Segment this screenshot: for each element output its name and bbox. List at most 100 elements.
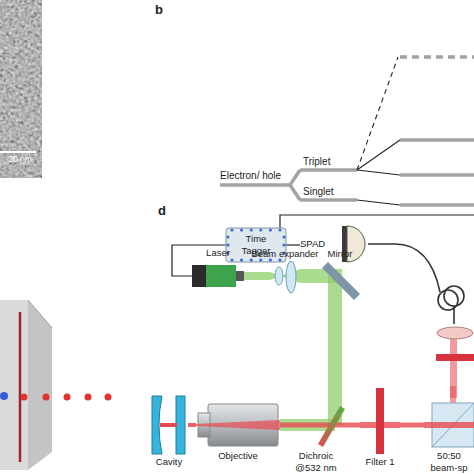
channel-dot [226, 243, 229, 246]
component-label: Beam expander [240, 248, 330, 260]
component-label: Mirror [318, 248, 362, 260]
shared-beam [280, 425, 288, 426]
photon-dot [85, 394, 92, 401]
channel-dot [240, 258, 243, 261]
laser-beam-path [328, 310, 342, 394]
photon-dot [21, 394, 28, 401]
red-beam [160, 423, 177, 427]
optical-fiber [453, 306, 455, 324]
transition-lines [357, 57, 400, 205]
channel-dot [259, 228, 262, 231]
tem-image [0, 0, 42, 178]
emission-beam-path [188, 423, 196, 427]
laser-beam [244, 276, 270, 277]
emission-beam-path [344, 423, 360, 428]
photon-train [21, 394, 112, 401]
cavity-block-front [0, 300, 28, 470]
transition-line [357, 200, 400, 205]
fiber-coil [444, 286, 464, 306]
filter-plate [376, 388, 384, 454]
level-label: Electron/ hole [220, 170, 300, 182]
emission-beam-path [400, 423, 424, 428]
signal-wire [280, 215, 474, 228]
cavity-mirror [176, 396, 185, 454]
level-line [400, 173, 474, 177]
dichroic-plate [318, 406, 345, 447]
photon-dot [105, 394, 112, 401]
laser-beam-path [300, 269, 318, 283]
block-edge [28, 300, 52, 328]
signal-wire-path [286, 244, 300, 245]
channel-dot [240, 228, 243, 231]
laser-beam [335, 310, 336, 394]
transition-line [357, 170, 400, 175]
level-line [400, 138, 474, 142]
level-split [290, 170, 300, 185]
component-label: Laser [192, 247, 244, 259]
transition-line [357, 140, 400, 170]
emitter-dot [0, 392, 8, 400]
transition-line-dashed [357, 57, 398, 170]
level-line [220, 183, 290, 187]
filter-plate [436, 354, 474, 361]
laser-aperture [236, 271, 244, 281]
steering-mirror: Mirror [318, 248, 362, 310]
photon-dot [43, 394, 50, 401]
filter-element: Filter 1 [360, 388, 400, 472]
tem-background [0, 0, 42, 178]
emission-beam [344, 425, 360, 426]
component-label: 50:50 beam-sp [424, 450, 474, 474]
scale-label: 20 nm [0, 154, 40, 165]
channel-dot [230, 258, 233, 261]
microscope-objective: Objective [196, 398, 280, 472]
beam-expander: Beam expander [270, 248, 300, 298]
level-label: Triplet [303, 156, 363, 168]
channel-dot [230, 228, 233, 231]
level-line [400, 203, 474, 207]
level-line-dashed [400, 55, 474, 59]
shared-beam-path [280, 423, 288, 428]
red-beam [196, 420, 280, 430]
panel-letter: b [155, 2, 175, 17]
coupling-lens [437, 327, 473, 339]
mirror-layer [19, 312, 22, 462]
component-label: Dichroic @532 nm [288, 450, 344, 474]
component-label: Filter 1 [350, 456, 410, 468]
emission-beam [400, 425, 424, 426]
component-label: Cavity [144, 456, 194, 468]
mirror-plate [322, 262, 360, 300]
laser-source: Laser [192, 247, 244, 291]
optical-fiber [368, 244, 440, 292]
photon-dot [64, 394, 71, 401]
spad-detector: SPAD [300, 222, 368, 266]
beam-splitter: 50:50 beam-sp [424, 396, 474, 474]
channel-dot [250, 228, 253, 231]
channel-dot [282, 243, 285, 246]
scale-bar [0, 151, 36, 153]
energy-levels [220, 57, 474, 205]
laser-body [206, 265, 236, 287]
shared-beam-path [280, 419, 288, 431]
laser-beam-path [244, 272, 270, 280]
channel-dot [278, 228, 281, 231]
channel-dot [282, 235, 285, 238]
laser-beam [300, 276, 318, 277]
cavity-block-side [28, 300, 52, 470]
red-beam [424, 422, 474, 428]
component-label: Objective [196, 450, 280, 462]
laser-housing [192, 265, 206, 287]
signal-wire [286, 245, 300, 246]
level-split [290, 185, 300, 200]
channel-dot [269, 228, 272, 231]
level-line [300, 168, 357, 172]
level-line [300, 198, 357, 202]
channel-dot [226, 235, 229, 238]
lens [286, 261, 296, 293]
dichroic-mirror: Dichroic @532 nm [288, 394, 344, 474]
optical-cavity: Cavity [150, 392, 188, 472]
panel-letter: d [158, 203, 178, 218]
level-label: Singlet [303, 186, 363, 198]
